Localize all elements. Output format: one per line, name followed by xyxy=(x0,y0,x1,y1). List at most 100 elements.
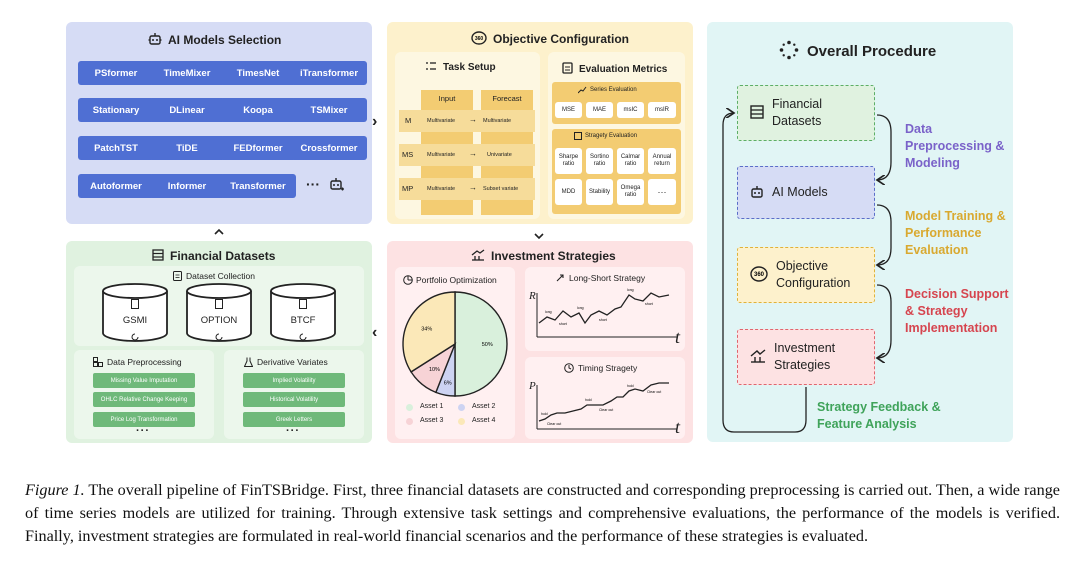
clipboard-icon xyxy=(173,271,182,281)
task-code: M xyxy=(405,116,412,125)
investment-title: Investment Strategies xyxy=(471,249,616,263)
model-timemixer[interactable]: TimeMixer xyxy=(149,61,225,85)
pie-slice-asset-1 xyxy=(454,291,508,397)
arrow-right-icon: → xyxy=(469,115,477,124)
legend-label: Asset 3 xyxy=(420,417,444,424)
step-financial-datasets: Financial Datasets xyxy=(737,85,875,141)
bank-chart-icon xyxy=(750,349,766,365)
legend-swatch xyxy=(406,404,413,411)
model-fedformer[interactable]: FEDformer xyxy=(220,136,296,160)
legend-swatch xyxy=(458,418,465,425)
trade-marker: short xyxy=(559,322,567,326)
grid-icon xyxy=(93,357,103,367)
figure-caption: Figure 1. The overall pipeline of FinTSB… xyxy=(25,479,1060,548)
model-itransformer[interactable]: iTransformer xyxy=(291,61,367,85)
trade-marker: hold xyxy=(585,398,592,402)
trade-marker: hold xyxy=(541,412,548,416)
trade-marker: long xyxy=(627,288,634,292)
arrow-right-icon: → xyxy=(469,183,477,192)
dataset-name: BTCF xyxy=(290,315,316,326)
investment-panel: Investment Strategies Portfolio Optimiza… xyxy=(387,241,693,443)
metric-mae: MAE xyxy=(586,102,613,118)
refresh-icon xyxy=(298,329,308,347)
chevron-right-icon: › xyxy=(372,113,378,130)
metric-sharpe: Sharpe ratio xyxy=(555,148,582,174)
file-icon xyxy=(299,296,307,314)
t-axis-label: t xyxy=(675,327,681,347)
metric-sortino: Sortino ratio xyxy=(586,148,613,174)
note-decision: Decision Support & Strategy Implementati… xyxy=(905,287,1009,335)
model-psformer[interactable]: PSformer xyxy=(78,61,154,85)
model-dlinear[interactable]: DLinear xyxy=(149,98,225,122)
metric-omega: Omega ratio xyxy=(617,179,644,205)
trade-marker: long xyxy=(577,306,584,310)
legend-label: Asset 4 xyxy=(472,417,496,424)
strategy-eval-title: Stragety Evaluation xyxy=(574,132,637,140)
caption-text: The overall pipeline of FinTSBridge. Fir… xyxy=(25,481,1060,545)
preprocessing-title: Data Preprocessing xyxy=(93,357,182,367)
timing-title: Timing Stragety xyxy=(564,363,637,373)
pie-legend: Asset 1 Asset 2 Asset 3 Asset 4 xyxy=(406,403,510,433)
dataset-name: OPTION xyxy=(200,315,238,326)
chevron-left-icon: ‹ xyxy=(372,324,378,341)
model-transformer[interactable]: Transformer xyxy=(220,174,296,198)
trade-marker: hold xyxy=(627,384,634,388)
derivative-title: Derivative Variates xyxy=(244,357,328,367)
objective-panel: 360 Objective Configuration Task Setup I… xyxy=(387,22,693,224)
model-timesnet[interactable]: TimesNet xyxy=(220,61,296,85)
metric-annual-return: Annual return xyxy=(648,148,676,174)
model-autoformer[interactable]: Autoformer xyxy=(78,174,154,198)
task-row xyxy=(399,178,535,200)
dataset-cylinder-btcf xyxy=(270,283,336,342)
clipboard-icon xyxy=(574,132,582,140)
dataset-collection-title: Dataset Collection xyxy=(173,271,255,281)
derivative-item: Implied Volatility xyxy=(243,373,345,388)
model-tide[interactable]: TiDE xyxy=(149,136,225,160)
360-icon: 360 xyxy=(471,31,487,47)
pie-value-label: 10% xyxy=(429,367,440,373)
svg-text:360: 360 xyxy=(754,272,765,278)
eval-metrics-title: Evaluation Metrics xyxy=(562,62,667,76)
add-robot-icon xyxy=(329,177,345,197)
t-axis-label: t xyxy=(675,417,681,437)
step-ai-models: AI Models xyxy=(737,166,875,219)
caption-label: Figure 1. xyxy=(25,481,85,499)
timing-chart: hold Clear out hold Clear out hold Clear… xyxy=(536,382,677,430)
model-stationary[interactable]: Stationary xyxy=(78,98,154,122)
model-crossformer[interactable]: Crossformer xyxy=(291,136,367,160)
trade-marker: short xyxy=(599,318,607,322)
flow-arrows xyxy=(722,22,892,433)
financial-datasets-panel: Financial Datasets Dataset Collection GS… xyxy=(66,241,372,443)
model-tsmixer[interactable]: TSMixer xyxy=(291,98,367,122)
ai-models-title: AI Models Selection xyxy=(148,32,281,47)
metric-msir: msIR xyxy=(648,102,676,118)
portfolio-title: Portfolio Optimization xyxy=(403,275,497,285)
long-short-chart: long short long short long short xyxy=(536,288,677,338)
col-input-label: Input xyxy=(438,94,456,103)
legend-label: Asset 2 xyxy=(472,403,496,410)
model-informer[interactable]: Informer xyxy=(149,174,225,198)
robot-icon xyxy=(750,185,764,200)
col-forecast-label: Forecast xyxy=(492,94,522,103)
clipboard-icon xyxy=(562,62,573,76)
task-input: Multivariate xyxy=(427,118,456,124)
preprocessing-item: OHLC Relative Change Keeping xyxy=(93,392,195,407)
metric-mse: MSE xyxy=(555,102,582,118)
model-patchtst[interactable]: PatchTST xyxy=(78,136,154,160)
note-feedback: Strategy Feedback & Feature Analysis xyxy=(817,400,941,431)
cycle-dots-icon xyxy=(779,40,799,62)
task-row xyxy=(399,110,535,132)
objective-title: 360 Objective Configuration xyxy=(471,31,629,47)
database-icon xyxy=(750,105,764,121)
preprocessing-item: Price Log Transformation xyxy=(93,412,195,427)
p-axis-label: P xyxy=(529,380,536,392)
r-axis-label: R xyxy=(529,290,536,302)
step-label: Objective Configuration xyxy=(776,259,851,290)
chevron-down-icon xyxy=(533,228,545,246)
step-label: Investment Strategies xyxy=(774,341,836,372)
dataset-cylinder-gsmi xyxy=(102,283,168,342)
more-models-ellipsis: ··· xyxy=(306,176,320,192)
refresh-icon xyxy=(214,329,224,347)
model-koopa[interactable]: Koopa xyxy=(220,98,296,122)
file-icon xyxy=(215,296,223,314)
